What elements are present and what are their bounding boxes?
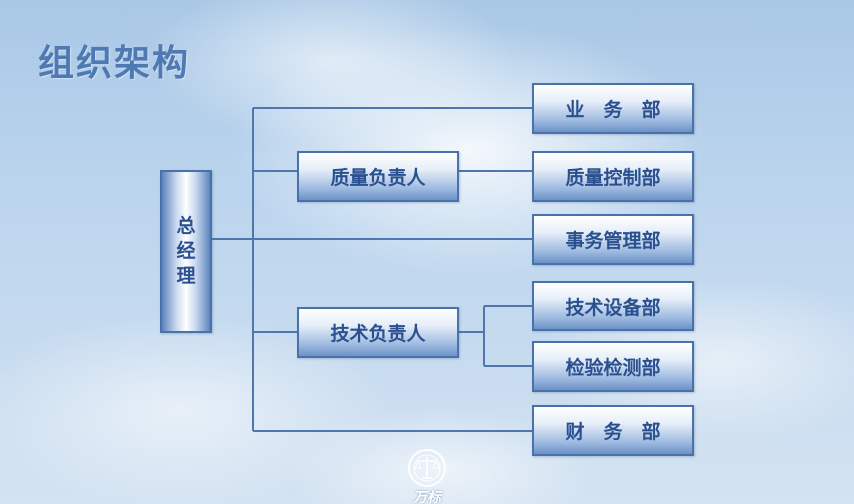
scales-of-justice-emblem-icon bbox=[408, 449, 446, 487]
finance-dept-box: 财 务 部 bbox=[532, 405, 694, 456]
inspection-dept-box: 检验检测部 bbox=[532, 341, 694, 392]
business-dept-box: 业 务 部 bbox=[532, 83, 694, 134]
affairs-dept-box: 事务管理部 bbox=[532, 214, 694, 265]
quality-control-dept-box: 质量控制部 bbox=[532, 151, 694, 202]
general-manager-box: 总 经 理 bbox=[160, 170, 212, 333]
general-manager-char-2: 经 bbox=[176, 240, 196, 262]
logo-text: 万标 bbox=[413, 490, 441, 504]
general-manager-char-3: 理 bbox=[176, 265, 196, 287]
general-manager-char-1: 总 bbox=[176, 215, 196, 237]
page-title: 组织架构 bbox=[38, 43, 191, 84]
tech-equipment-dept-box: 技术设备部 bbox=[532, 281, 694, 331]
quality-manager-box: 质量负责人 bbox=[297, 151, 459, 202]
technical-manager-box: 技术负责人 bbox=[297, 307, 459, 358]
